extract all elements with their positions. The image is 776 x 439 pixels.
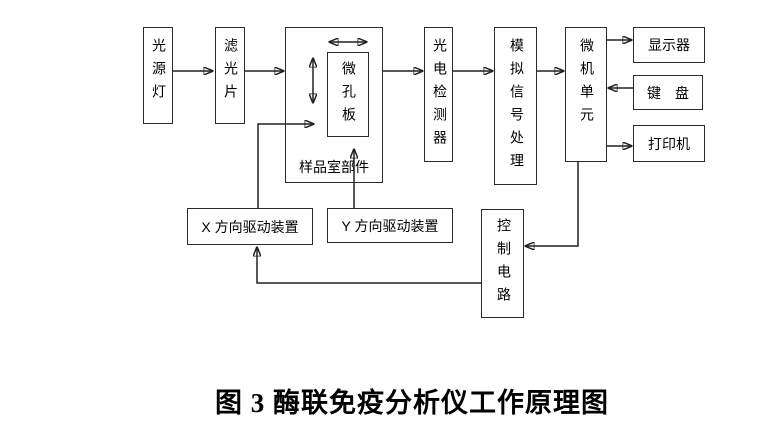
node-microplate: 微孔板 <box>327 52 369 137</box>
node-microcomputer-unit: 微机单元 <box>565 27 607 162</box>
node-photodetector: 光电检测器 <box>424 27 453 162</box>
node-filter: 滤光片 <box>215 27 245 124</box>
node-display: 显示器 <box>633 27 705 63</box>
arrow-control-to-x-driver <box>257 247 481 284</box>
node-keyboard: 键 盘 <box>633 75 703 110</box>
node-printer: 打印机 <box>633 125 705 162</box>
node-analog-signal-processor: 模拟信号处理 <box>494 27 537 185</box>
node-light-source: 光源灯 <box>143 27 173 124</box>
figure-caption: 图 3 酶联免疫分析仪工作原理图 <box>215 388 609 418</box>
node-y-direction-driver: Y 方向驱动装置 <box>327 208 453 243</box>
node-control-circuit: 控制电路 <box>481 209 524 318</box>
sample-chamber-label: 样品室部件 <box>299 159 369 175</box>
node-x-direction-driver: X 方向驱动装置 <box>187 208 313 245</box>
